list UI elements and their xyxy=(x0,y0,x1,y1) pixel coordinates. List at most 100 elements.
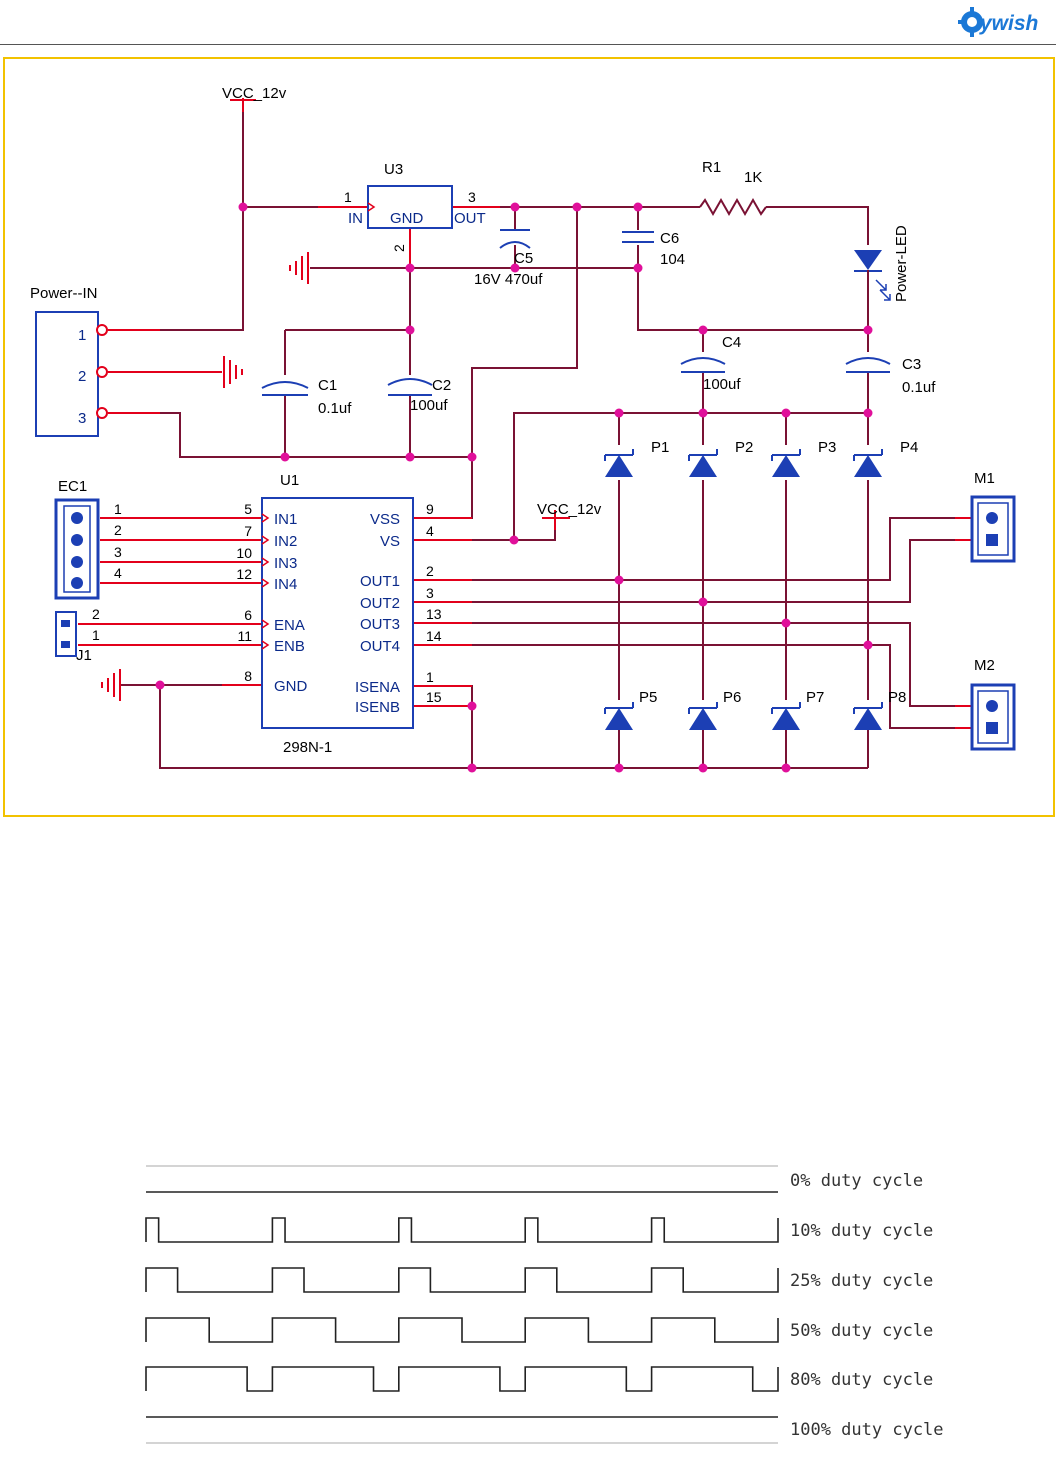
u1-pin-in1: IN1 xyxy=(274,511,297,528)
u1-driver-ic xyxy=(261,497,414,729)
vcc-label-vs: VCC_12v xyxy=(537,501,602,518)
u1-pin-num-in3: 10 xyxy=(236,545,252,561)
u1-pin-in3: IN3 xyxy=(274,555,297,572)
header-rule xyxy=(0,44,1056,45)
power-in-pin-1: 1 xyxy=(78,327,86,344)
j1-jumper xyxy=(55,611,77,657)
diode-label-p8: P8 xyxy=(888,689,906,706)
c4-ref: C4 xyxy=(722,334,741,351)
diode-label-p7: P7 xyxy=(806,689,824,706)
u1-pin-vs: VS xyxy=(380,533,400,550)
j1-pin-2: 2 xyxy=(92,606,100,622)
u1-pin-num-out2: 3 xyxy=(426,585,434,601)
duty-cycle-rows: 0% duty cycle 10% duty cycle 25% duty cycl… xyxy=(145,1165,944,1444)
pwm-waveform-4 xyxy=(145,1366,779,1392)
c3-capacitor xyxy=(845,357,891,373)
diode-p1: P1 xyxy=(604,439,669,477)
ec1-pin-1: 1 xyxy=(114,501,122,517)
ec1-pin-3: 3 xyxy=(114,544,122,560)
u1-pin-num-gnd: 8 xyxy=(244,668,252,684)
u1-pin-num-ena: 6 xyxy=(244,607,252,623)
power-in-connector xyxy=(35,311,108,437)
c2-capacitor xyxy=(387,378,433,396)
duty-label-4: 80% duty cycle xyxy=(790,1370,933,1390)
vcc-label-top: VCC_12v xyxy=(222,85,287,102)
duty-label-2: 25% duty cycle xyxy=(790,1271,933,1291)
m2-connector xyxy=(970,683,1016,751)
diode-p6: P6 xyxy=(688,689,741,730)
c5-capacitor xyxy=(499,229,531,249)
r1-ref: R1 xyxy=(702,159,721,176)
c3-value: 0.1uf xyxy=(902,379,936,396)
logo-text: ywish xyxy=(979,12,1038,35)
c5-ref: C5 xyxy=(514,250,533,267)
u3-pin-out: OUT xyxy=(454,210,486,227)
u3-pin-num-in: 1 xyxy=(344,189,352,205)
u1-pin-num-out1: 2 xyxy=(426,563,434,579)
diode-label-p4: P4 xyxy=(900,439,918,456)
power-in-ref: Power--IN xyxy=(30,285,98,302)
u1-pin-in2: IN2 xyxy=(274,533,297,550)
u1-right-pins: VSS9VS4OUT12OUT23OUT313OUT414ISENA1ISENB… xyxy=(355,501,442,716)
diode-label-p2: P2 xyxy=(735,439,753,456)
u1-pin-num-vs: 4 xyxy=(426,523,434,539)
u1-ref: U1 xyxy=(280,472,299,489)
diode-label-p3: P3 xyxy=(818,439,836,456)
diode-p7: P7 xyxy=(771,689,824,730)
u1-pin-out4: OUT4 xyxy=(360,638,400,655)
u1-pin-num-in2: 7 xyxy=(244,523,252,539)
diode-label-p6: P6 xyxy=(723,689,741,706)
ec1-ref: EC1 xyxy=(58,478,87,495)
u1-pin-num-out4: 14 xyxy=(426,628,442,644)
pwm-waveform-2 xyxy=(145,1267,779,1293)
u1-pin-num-out3: 13 xyxy=(426,606,442,622)
diode-p4: P4 xyxy=(853,439,918,477)
led-ref: Power-LED xyxy=(893,225,910,302)
u1-pin-out1: OUT1 xyxy=(360,573,400,590)
c6-capacitor xyxy=(622,231,654,243)
c6-value: 104 xyxy=(660,251,685,268)
motor-driver-schematic: VCC_12v VCC_12v Power--IN 1 2 3 U3 IN GN… xyxy=(3,57,1055,817)
c3-ref: C3 xyxy=(902,356,921,373)
power-in-pin-3: 3 xyxy=(78,410,86,427)
pin-stubs xyxy=(78,98,972,729)
u3-pin-gnd: GND xyxy=(390,210,424,227)
u1-pin-arrow xyxy=(261,619,270,629)
u1-pin-vss: VSS xyxy=(370,511,400,528)
u1-pin-isena: ISENA xyxy=(355,679,400,696)
u3-regulator xyxy=(367,185,453,229)
schematic-frame xyxy=(3,57,1055,817)
j1-pin-1: 1 xyxy=(92,627,100,643)
c1-ref: C1 xyxy=(318,377,337,394)
m1-connector xyxy=(970,495,1016,563)
c5-value: 16V 470uf xyxy=(474,271,543,288)
u1-pin-arrow xyxy=(261,513,270,523)
ec1-pin-2: 2 xyxy=(114,522,122,538)
j1-ref: J1 xyxy=(76,647,92,664)
u1-pin-isenb: ISENB xyxy=(355,699,400,716)
u1-pin-arrow xyxy=(261,578,270,588)
c4-value: 100uf xyxy=(703,376,741,393)
u1-pin-arrow xyxy=(261,535,270,545)
ground-symbol-power-in xyxy=(223,356,243,388)
eywish-logo: ywish xyxy=(958,7,1038,37)
diode-p8: P8 xyxy=(853,689,906,730)
ground-symbol-u3 xyxy=(289,252,309,284)
u1-pin-gnd: GND xyxy=(274,678,308,695)
u1-pin-in4: IN4 xyxy=(274,576,297,593)
u1-pin-arrow xyxy=(261,557,270,567)
c2-value: 100uf xyxy=(410,397,448,414)
gear-icon xyxy=(958,7,983,37)
ec1-pin-4: 4 xyxy=(114,565,122,581)
u1-pin-num-isena: 1 xyxy=(426,669,434,685)
c6-ref: C6 xyxy=(660,230,679,247)
u3-ref: U3 xyxy=(384,161,403,178)
c1-value: 0.1uf xyxy=(318,400,352,417)
duty-label-0: 0% duty cycle xyxy=(790,1171,923,1191)
u1-pin-num-in1: 5 xyxy=(244,501,252,517)
u1-pin-num-isenb: 15 xyxy=(426,689,442,705)
r1-value: 1K xyxy=(744,169,762,186)
duty-label-1: 10% duty cycle xyxy=(790,1221,933,1241)
